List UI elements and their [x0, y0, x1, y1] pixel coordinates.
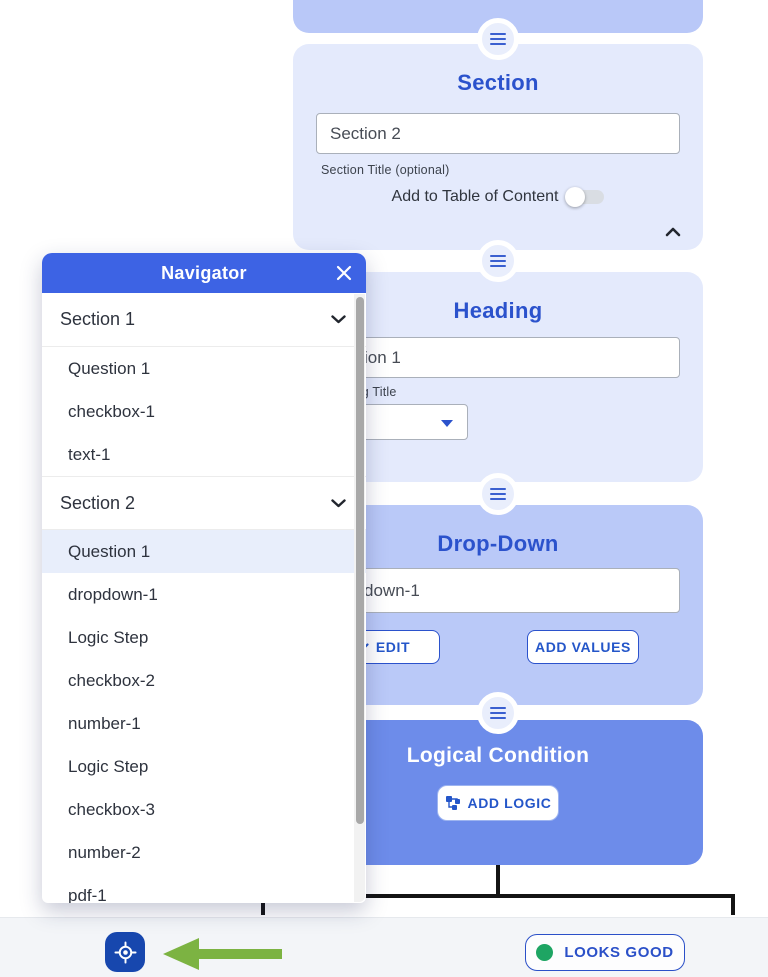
section-block: Section Section Title (optional) Add to …	[293, 44, 703, 250]
select-caret-icon	[441, 420, 453, 427]
close-icon[interactable]	[334, 263, 354, 283]
dropdown-block-title: Drop-Down	[437, 531, 559, 556]
navigator-item-row[interactable]: number-2	[42, 831, 366, 874]
chevron-down-icon	[331, 498, 346, 507]
connector-stem	[496, 865, 500, 896]
navigator-item-row[interactable]: number-1	[42, 702, 366, 745]
drag-handle-icon[interactable]	[477, 692, 519, 734]
navigator-item-row[interactable]: checkbox-2	[42, 659, 366, 702]
heading-block-title: Heading	[453, 298, 543, 323]
add-logic-button-label: ADD LOGIC	[467, 795, 552, 811]
connector-branch-left	[261, 894, 265, 915]
nav-row-label: number-1	[68, 713, 141, 733]
nav-row-label: Logic Step	[68, 627, 149, 647]
gps-target-icon	[113, 940, 137, 964]
nav-row-label: dropdown-1	[68, 584, 158, 604]
looks-good-button[interactable]: LOOKS GOOD	[525, 934, 685, 971]
toc-toggle[interactable]	[565, 187, 605, 207]
navigator-item-row[interactable]: pdf-1	[42, 874, 366, 904]
section-title-input[interactable]	[316, 113, 680, 154]
nav-row-label: Section 2	[60, 492, 136, 513]
looks-good-label: LOOKS GOOD	[564, 944, 674, 961]
chevron-down-icon	[331, 315, 346, 324]
nav-row-label: number-2	[68, 842, 141, 862]
drag-handle-icon[interactable]	[477, 18, 519, 60]
drag-handle-icon[interactable]	[477, 473, 519, 515]
navigator-item-row[interactable]: Question 1	[42, 530, 366, 573]
schema-icon	[445, 796, 460, 810]
navigator-item-row[interactable]: checkbox-1	[42, 390, 366, 433]
add-values-button[interactable]: ADD VALUES	[527, 630, 639, 664]
navigator-item-row[interactable]: dropdown-1	[42, 573, 366, 616]
connector-horizontal	[261, 894, 735, 898]
navigator-list: Section 1 Question 1 checkbox-1 text-1 S…	[42, 293, 366, 903]
status-dot-icon	[536, 944, 554, 961]
dropdown-name-input[interactable]	[316, 568, 680, 613]
logical-condition-title: Logical Condition	[406, 744, 590, 767]
chevron-up-icon[interactable]	[665, 224, 681, 242]
nav-row-label: Question 1	[68, 358, 151, 378]
navigator-section-row[interactable]: Section 1	[42, 293, 366, 347]
navigator-title: Navigator	[161, 262, 247, 283]
nav-row-label: text-1	[68, 444, 111, 464]
connector-branch-right	[731, 894, 735, 915]
annotation-left-arrow-icon	[163, 938, 282, 970]
navigator-panel: Navigator Section 1 Question 1 checkbox-…	[42, 253, 366, 903]
nav-row-label: checkbox-3	[68, 799, 155, 819]
scrollbar-thumb[interactable]	[355, 297, 364, 824]
navigator-header: Navigator	[42, 253, 366, 293]
heading-title-input[interactable]	[316, 337, 680, 378]
navigator-item-row[interactable]: Question 1	[42, 347, 366, 390]
bottom-bar: LOOKS GOOD	[0, 917, 768, 977]
toggle-knob	[565, 187, 586, 207]
nav-row-label: Logic Step	[68, 756, 149, 776]
navigator-scrollbar[interactable]	[354, 294, 365, 902]
add-logic-button[interactable]: ADD LOGIC	[437, 785, 559, 821]
locate-target-button[interactable]	[105, 932, 145, 972]
navigator-item-row[interactable]: checkbox-3	[42, 788, 366, 831]
nav-row-label: pdf-1	[68, 885, 107, 904]
nav-row-label: checkbox-1	[68, 401, 155, 421]
nav-row-label: Section 1	[60, 309, 136, 329]
navigator-item-row[interactable]: text-1	[42, 433, 366, 476]
section-title-label: Section Title (optional)	[321, 163, 450, 177]
nav-row-label: Question 1	[68, 541, 151, 561]
nav-row-label: checkbox-2	[68, 670, 155, 690]
edit-button-label: EDIT	[375, 639, 411, 655]
navigator-section-row[interactable]: Section 2	[42, 476, 366, 530]
navigator-item-row[interactable]: Logic Step	[42, 745, 366, 788]
section-block-title: Section	[457, 70, 539, 95]
toc-toggle-label: Add to Table of Content	[391, 188, 559, 205]
drag-handle-icon[interactable]	[477, 240, 519, 282]
navigator-item-row[interactable]: Logic Step	[42, 616, 366, 659]
add-values-button-label: ADD VALUES	[535, 639, 631, 655]
